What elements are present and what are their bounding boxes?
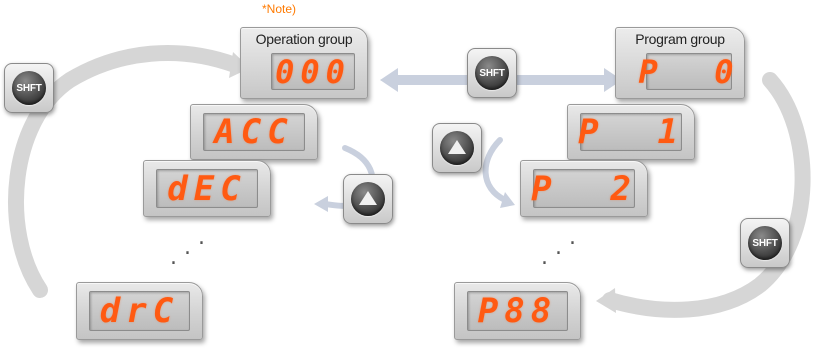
shift-button-label: SHFT (475, 56, 509, 90)
shift-button-left[interactable]: SHFT (4, 63, 54, 113)
operation-item-card: dEC (143, 160, 271, 217)
note-label: *Note) (262, 2, 297, 16)
left-loop-arrow (8, 45, 243, 298)
shift-button-label: SHFT (12, 71, 46, 105)
right-loop-arrow (602, 72, 811, 318)
operation-item-display: drC (99, 291, 180, 331)
program-item-display: P 1 (578, 112, 684, 152)
up-arrow-icon (448, 139, 466, 154)
ellipsis-dots: . . . (541, 225, 576, 270)
operation-group-card: Operation group 000 (240, 27, 368, 99)
program-group-title: Program group (635, 31, 725, 47)
program-item-card: P 2 (520, 160, 648, 217)
ellipsis-dots: . . . (170, 225, 205, 270)
up-button-left[interactable] (343, 174, 393, 224)
right-up-curve-arrow (482, 137, 508, 203)
operation-item-card: drC (76, 282, 203, 340)
program-group-card: Program group P 0 (615, 27, 745, 99)
program-item-display: P88 (477, 291, 558, 331)
shift-button-label: SHFT (748, 226, 782, 260)
program-item-card: P 1 (567, 104, 695, 160)
up-button-right[interactable] (432, 123, 482, 173)
operation-item-card: ACC (190, 104, 318, 160)
left-loop-arrowhead (229, 52, 250, 78)
right-loop-arrowhead (596, 288, 616, 313)
shift-button-center[interactable]: SHFT (467, 48, 517, 98)
up-arrow-icon (359, 190, 377, 205)
program-group-display: P 0 (638, 52, 740, 91)
program-item-card: P88 (454, 282, 581, 340)
operation-group-display: 000 (275, 52, 351, 91)
shift-button-right[interactable]: SHFT (740, 218, 790, 268)
program-item-display: P 2 (531, 168, 637, 209)
operation-group-title: Operation group (255, 31, 353, 47)
operation-item-display: dEC (167, 168, 247, 209)
operation-item-display: ACC (214, 112, 294, 152)
